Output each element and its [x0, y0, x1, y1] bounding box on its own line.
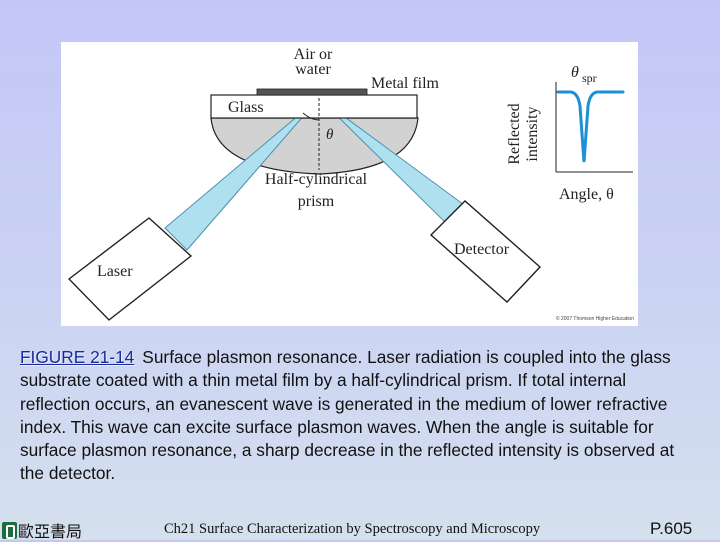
label-metal-film: Metal film	[371, 75, 440, 92]
publisher-logo-icon	[2, 521, 17, 539]
label-glass: Glass	[228, 99, 264, 116]
caption-text: Surface plasmon resonance. Laser radiati…	[20, 347, 675, 484]
angle-arc	[302, 112, 320, 121]
label-laser: Laser	[97, 263, 133, 280]
inset-theta-spr: θ	[571, 64, 579, 81]
inset-spr-subscript: spr	[582, 71, 597, 85]
label-air-or: Air or	[294, 46, 333, 63]
spr-diagram-svg: Air or water Metal film Glass θ Half-cyl…	[67, 46, 634, 322]
page-number: P.605	[650, 519, 693, 538]
publisher-name: 歐亞書局	[18, 522, 83, 541]
metal-film	[256, 88, 368, 96]
footer-chapter-title: Ch21 Surface Characterization by Spectro…	[164, 521, 541, 537]
reflectivity-curve	[556, 90, 625, 163]
detector-box	[429, 200, 542, 303]
label-water: water	[295, 61, 331, 78]
figure-number-link[interactable]: FIGURE 21-14	[20, 347, 135, 367]
inset-ylabel-reflected: Reflected	[506, 103, 523, 164]
laser-box	[67, 217, 193, 321]
copyright-text: © 2007 Thomson Higher Education	[556, 315, 634, 322]
inset-xlabel: Angle, θ	[559, 186, 614, 203]
incident-beam	[164, 97, 320, 251]
label-prism: prism	[298, 193, 335, 210]
inset-ylabel-intensity: intensity	[524, 106, 541, 161]
label-theta: θ	[326, 127, 334, 143]
label-half-cylindrical: Half-cylindrical	[265, 171, 368, 188]
reflectivity-inset: Reflected intensity θ spr Angle, θ	[506, 64, 633, 203]
label-detector: Detector	[454, 241, 510, 258]
spr-diagram: Air or water Metal film Glass θ Half-cyl…	[61, 42, 638, 326]
publisher-logo: 歐亞書局	[2, 519, 82, 541]
